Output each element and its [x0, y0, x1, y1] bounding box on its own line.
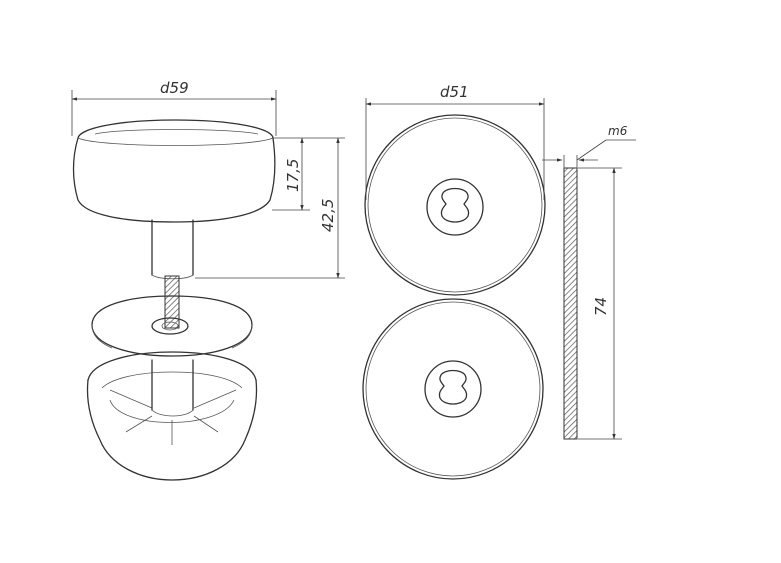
rosette-side-profile [563, 167, 578, 440]
keyhole-icon [440, 187, 470, 223]
knob-shaft [151, 219, 194, 280]
rosette-top [364, 114, 546, 296]
knob-diameter-label: d59 [160, 79, 189, 97]
rosette-diameter-label: d51 [440, 83, 469, 101]
keyhole-icon [438, 369, 468, 405]
dimension-knob-diameter: d59 [71, 79, 277, 136]
threaded-rod [164, 275, 180, 329]
washer-disc [91, 295, 253, 357]
rosette-thickness-label: m6 [608, 124, 628, 138]
dimension-rosette-diameter: d51 [365, 83, 545, 200]
knob-assembly [72, 119, 276, 481]
knob-head-height-label: 17,5 [284, 159, 302, 192]
base-cup [86, 351, 258, 481]
dimension-rosette-thickness: m6 [542, 124, 636, 168]
dimension-rosette-height: 74 [578, 167, 622, 440]
dimension-knob-head-height: 17,5 [272, 137, 345, 211]
knob-head [72, 119, 276, 223]
knob-total-height-label: 42,5 [319, 199, 337, 232]
rosette-bottom [362, 298, 544, 480]
rosette-height-label: 74 [592, 297, 610, 316]
dimension-knob-total-height: 42,5 [195, 137, 345, 279]
